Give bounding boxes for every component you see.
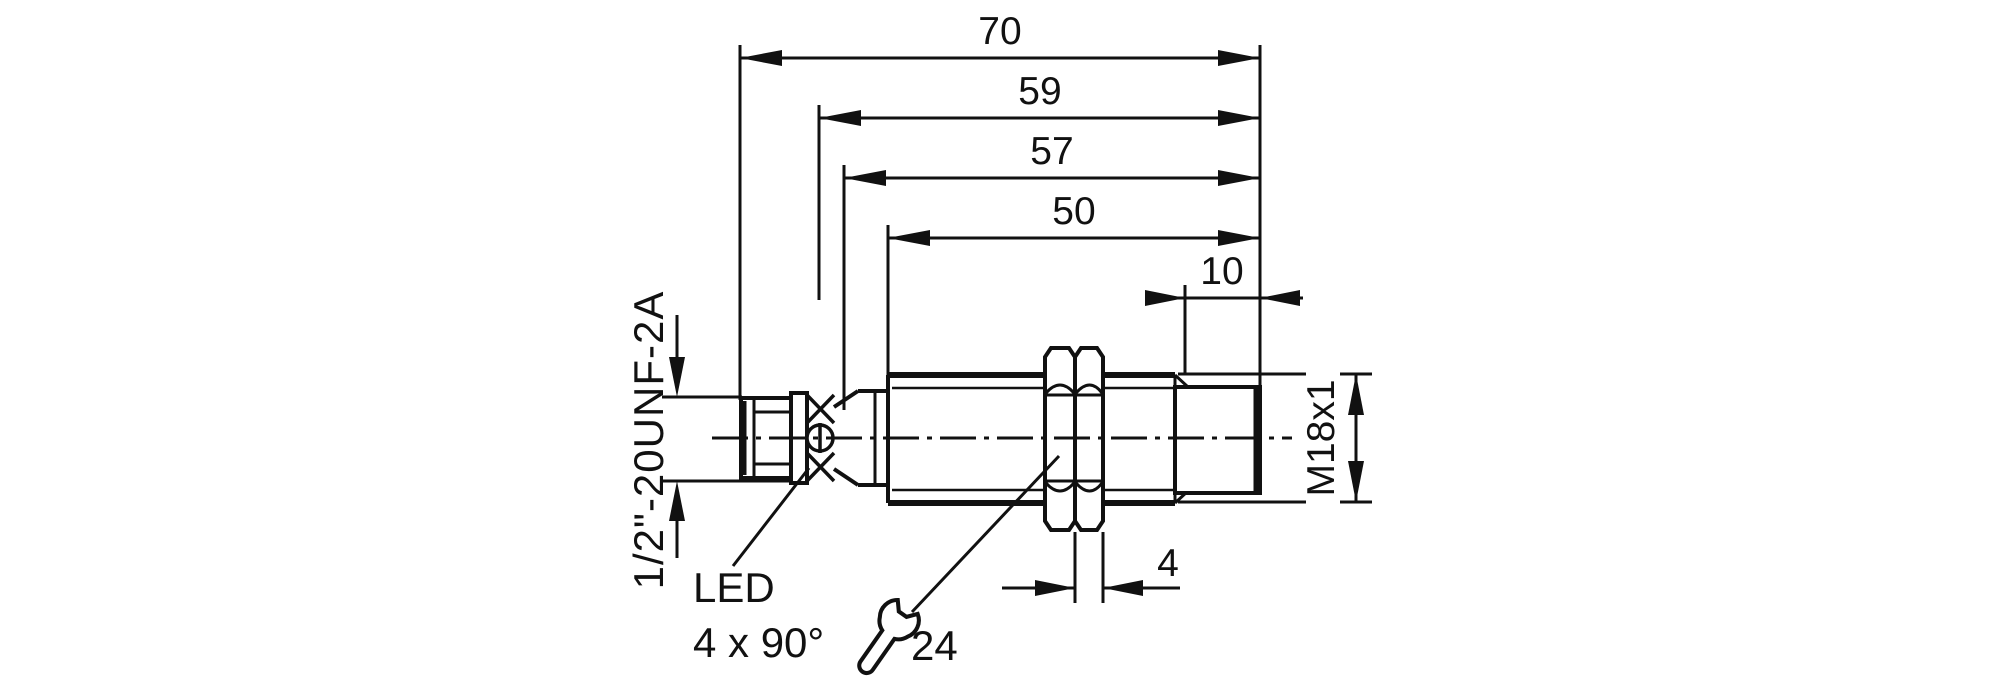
arrowhead-right (1260, 290, 1300, 306)
dimension-line-59 (819, 110, 1260, 126)
dim-57-label: 57 (1030, 130, 1073, 173)
arrowhead-left (819, 110, 861, 126)
barrel-thread-label: M18x1 (1300, 379, 1343, 496)
wrench-size-label: 24 (911, 622, 958, 669)
arrowhead-right (1103, 580, 1143, 596)
wrench-icon (857, 597, 921, 676)
dim-4-label: 4 (1157, 542, 1179, 585)
wrench-leader-line (910, 454, 1061, 614)
arrowhead-up (669, 481, 685, 521)
arrowhead-up (1348, 374, 1364, 415)
dimension-line-50 (888, 230, 1260, 246)
dimension-line-10 (1145, 290, 1303, 306)
sensing-tip (1173, 385, 1262, 495)
sensor-body (712, 346, 1292, 532)
dimension-line-57 (844, 170, 1260, 186)
arrowhead-left (888, 230, 930, 246)
dim-50-label: 50 (1052, 190, 1095, 233)
dim-59-label: 59 (1018, 70, 1061, 113)
arrowhead-left (1145, 290, 1185, 306)
connector-thread-label: 1/2"-20UNF-2A (625, 291, 672, 590)
arrowhead-right (1218, 170, 1260, 186)
arrowhead-left (1035, 580, 1075, 596)
dim-70-label: 70 (978, 10, 1021, 53)
led-arrangement-label: 4 x 90° (693, 619, 824, 666)
dimension-line-m18 (1348, 374, 1364, 502)
arrowhead-down (669, 357, 685, 397)
arrowhead-right (1218, 50, 1260, 66)
arrowhead-right (1218, 230, 1260, 246)
arrowhead-down (1348, 461, 1364, 502)
dim-10-label: 10 (1200, 250, 1243, 293)
arrowhead-left (740, 50, 782, 66)
dimension-line-connector-diameter (669, 315, 685, 558)
dimension-line-4 (1002, 580, 1180, 596)
arrowhead-left (844, 170, 886, 186)
led-leader-line (731, 467, 811, 567)
dimension-line-70 (740, 50, 1260, 66)
arrowhead-right (1218, 110, 1260, 126)
led-label: LED (693, 564, 775, 611)
